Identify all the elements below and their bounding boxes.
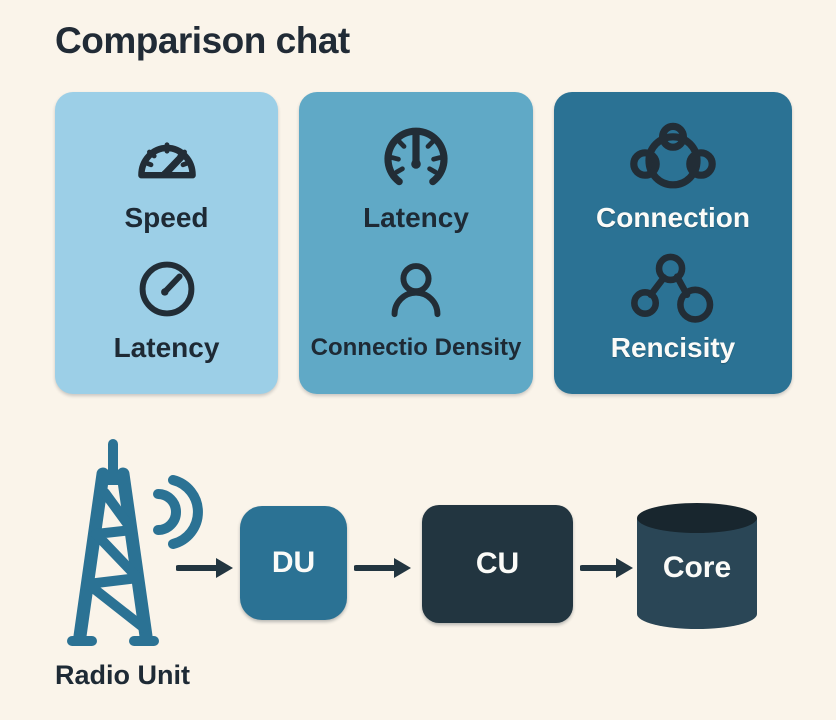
card-item-label: Latency (113, 332, 220, 363)
card-item-label: Rencisity (610, 332, 736, 363)
arrow-right-icon (176, 558, 233, 578)
node-du: DU (240, 506, 347, 620)
card-speed-latency: Speed Latency (55, 92, 278, 394)
card-item-label: Connectio Density (310, 334, 522, 361)
comparison-cards: Speed Latency (55, 92, 792, 394)
molecule-icon (625, 116, 721, 196)
cylinder-bottom (637, 599, 757, 629)
node-core-label: Core (662, 551, 732, 584)
node-cu: CU (422, 505, 573, 623)
share-network-icon (625, 252, 721, 326)
card-latency-density: Latency Connectio Density (299, 92, 533, 394)
gauge-icon (119, 252, 215, 326)
card-item-label: Connection (596, 202, 750, 233)
speedometer-icon (119, 116, 215, 196)
radio-tower-icon (60, 438, 210, 653)
page-title: Comparison chat (55, 20, 350, 61)
radio-unit-label: Radio Unit (55, 660, 190, 690)
cylinder-body (637, 518, 757, 614)
card-item-label: Latency (363, 202, 469, 233)
node-core: Core (637, 503, 757, 629)
person-icon (368, 252, 464, 326)
gauge-open-icon (368, 116, 464, 196)
card-item-label: Speed (124, 202, 209, 233)
arrow-right-icon (580, 558, 633, 578)
cylinder-top (637, 503, 757, 533)
arrow-right-icon (354, 558, 411, 578)
card-connection-rencisity: Connection Rencisity (554, 92, 792, 394)
